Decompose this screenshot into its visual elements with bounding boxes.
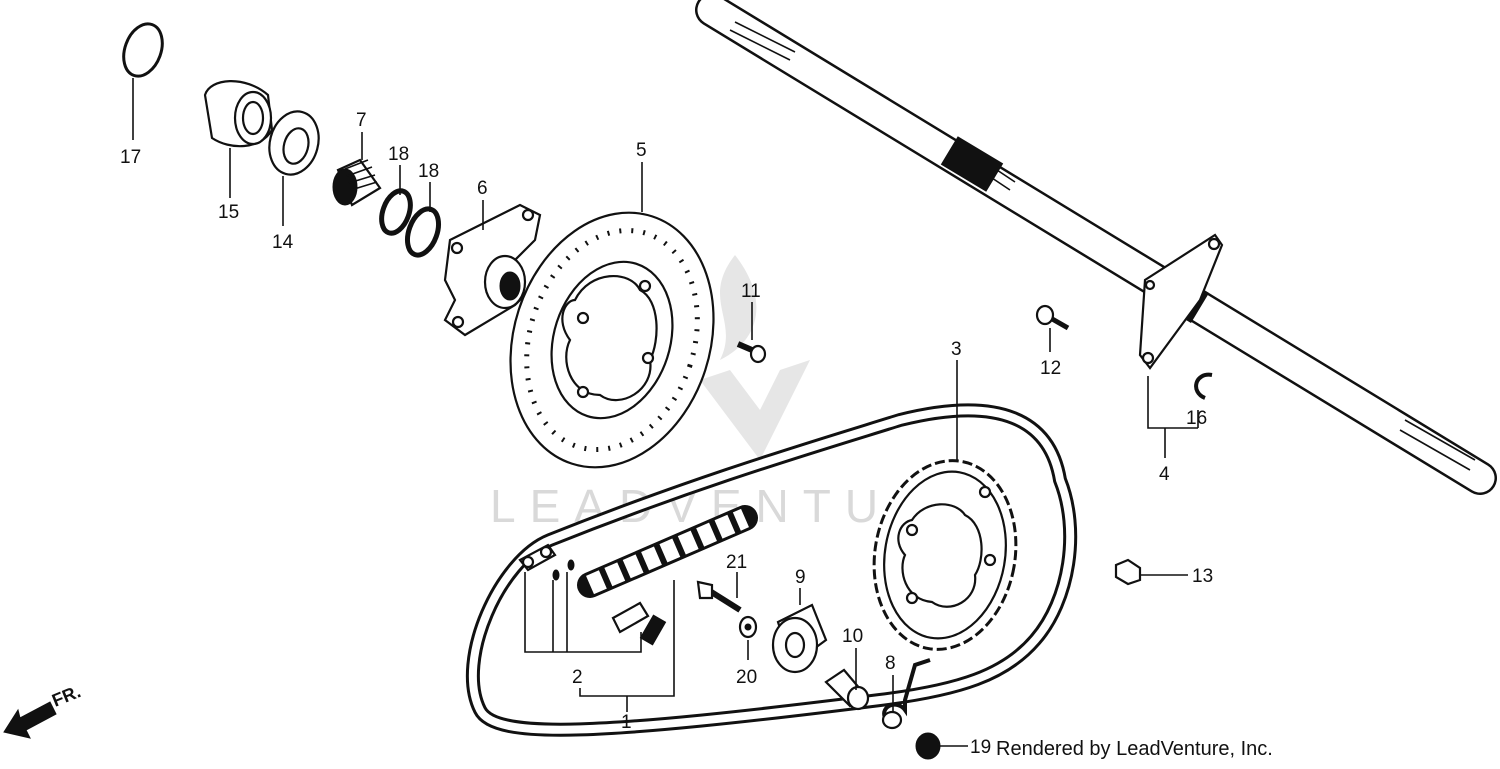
part-2-master-link[interactable]	[518, 543, 667, 646]
part-5-brake-disc[interactable]	[479, 186, 746, 494]
leader-lines	[132, 78, 1199, 747]
callout-6: 6	[477, 178, 488, 199]
callout-7: 7	[356, 110, 367, 131]
part-18-o-rings[interactable]	[376, 187, 444, 259]
part-4-axle[interactable]	[695, 0, 1497, 495]
callout-9: 9	[795, 567, 806, 588]
callout-3: 3	[951, 339, 962, 360]
callout-1: 1	[621, 712, 632, 733]
part-21-bolt[interactable]	[696, 580, 742, 613]
render-credit: Rendered by LeadVenture, Inc.	[996, 738, 1273, 760]
callout-13: 13	[1192, 566, 1213, 587]
callout-5: 5	[636, 140, 647, 161]
part-15-bearing-housing[interactable]	[203, 80, 274, 148]
callout-11: 11	[741, 281, 761, 302]
callout-4: 4	[1159, 464, 1170, 485]
part-20-washer[interactable]	[738, 615, 758, 639]
part-12-stud[interactable]	[1035, 304, 1070, 331]
callout-14: 14	[272, 232, 294, 253]
callout-18b: 18	[418, 161, 439, 182]
front-arrow-icon	[3, 701, 57, 739]
part-19-nut[interactable]	[915, 732, 941, 760]
part-17-snap-ring[interactable]	[117, 18, 169, 81]
callout-10: 10	[842, 626, 863, 647]
part-9-roller[interactable]	[771, 603, 828, 674]
part-8-wire-clip[interactable]	[881, 658, 931, 730]
callout-20: 20	[736, 667, 757, 688]
callout-15: 15	[218, 202, 239, 223]
part-1-drive-chain[interactable]	[465, 403, 1078, 737]
part-14-seal[interactable]	[263, 106, 326, 180]
part-16-circlip[interactable]	[1194, 372, 1213, 400]
callout-2: 2	[572, 667, 583, 688]
part-10-collar[interactable]	[824, 668, 870, 711]
part-6-hub[interactable]	[443, 203, 542, 337]
part-13-nut[interactable]	[1114, 558, 1142, 586]
part-3-sprocket[interactable]	[860, 449, 1031, 660]
callout-12: 12	[1040, 358, 1061, 379]
part-11-bolt[interactable]	[736, 341, 767, 364]
callout-21: 21	[726, 552, 747, 573]
callout-16: 16	[1186, 408, 1207, 429]
part-7-bearing[interactable]	[332, 158, 382, 207]
callout-labels: 17 15 14 7 18 18 6 5 11 3 12 16 4 13 21 …	[120, 110, 1213, 758]
callout-17: 17	[120, 147, 141, 168]
callout-19: 19	[970, 737, 991, 758]
callout-18a: 18	[388, 144, 409, 165]
callout-8: 8	[885, 653, 896, 674]
